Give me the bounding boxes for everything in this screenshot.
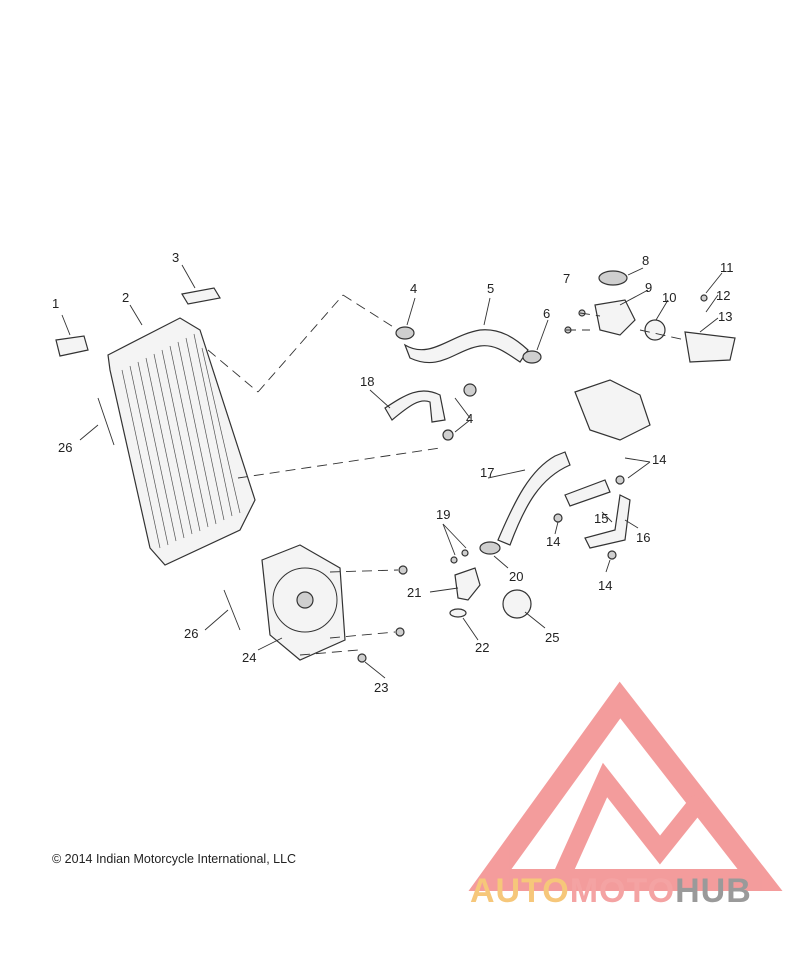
callout-19: 19: [436, 507, 450, 522]
callout-20: 20: [509, 569, 523, 584]
part-15-hose: [564, 479, 611, 507]
part-9-housing: [594, 299, 636, 336]
part-20-clamp: [479, 541, 501, 555]
callout-22: 22: [475, 640, 489, 655]
part-21-elbow: [454, 567, 481, 601]
callout-18: 18: [360, 374, 374, 389]
callout-24: 24: [242, 650, 256, 665]
part-water-pump-housing: [574, 379, 651, 441]
part-17-hose: [497, 451, 571, 546]
part-2-radiator: [107, 317, 256, 566]
callout-4-upper: 4: [410, 281, 417, 296]
watermark-logo-icon: [468, 681, 783, 891]
callout-16: 16: [636, 530, 650, 545]
part-3-bracket: [181, 287, 221, 305]
part-13-outlet: [684, 331, 736, 363]
copyright-notice: © 2014 Indian Motorcycle International, …: [52, 852, 297, 866]
part-1-cap: [55, 335, 89, 357]
callout-26-upper: 26: [58, 440, 72, 455]
logo-part-hub: HUB: [675, 872, 752, 910]
callout-1: 1: [52, 296, 59, 311]
part-24-fan: [261, 544, 346, 661]
callout-23: 23: [374, 680, 388, 695]
callout-5: 5: [487, 281, 494, 296]
callout-17: 17: [480, 465, 494, 480]
logo-part-moto: MOTO: [569, 872, 676, 910]
callout-14-upper: 14: [652, 452, 666, 467]
watermark-logo-text: AUTOMOTOHUB: [470, 872, 752, 911]
part-18-hose: [384, 390, 446, 423]
callout-14-lower: 14: [598, 578, 612, 593]
callout-13: 13: [718, 309, 732, 324]
part-8-cap: [598, 270, 628, 286]
part-5-upper-hose: [403, 329, 529, 364]
callout-6: 6: [543, 306, 550, 321]
callout-labels: 1 2 3 4 5 6 7 8 9 10 11 12 13 18 4 14 17…: [52, 250, 734, 695]
callout-11: 11: [720, 260, 734, 275]
part-10-thermostat: [644, 319, 666, 341]
callout-10: 10: [662, 290, 676, 305]
part-6-clamp: [522, 350, 542, 364]
callout-4-lower: 4: [466, 411, 473, 426]
callout-7: 7: [563, 271, 570, 286]
callout-21: 21: [407, 585, 421, 600]
leader-lines: [61, 264, 723, 679]
callout-14-middle: 14: [546, 534, 560, 549]
part-25-impeller: [502, 589, 532, 619]
fasteners: [357, 294, 708, 663]
callout-26-lower: 26: [184, 626, 198, 641]
part-22-seal: [449, 608, 467, 618]
callout-2: 2: [122, 290, 129, 305]
part-16-hose: [584, 494, 631, 549]
callout-3: 3: [172, 250, 179, 265]
callout-9: 9: [645, 280, 652, 295]
callout-12: 12: [716, 288, 730, 303]
part-4-clamp-upper: [395, 326, 415, 340]
callout-25: 25: [545, 630, 559, 645]
callout-15: 15: [594, 511, 608, 526]
callout-8: 8: [642, 253, 649, 268]
logo-part-auto: AUTO: [470, 872, 570, 910]
